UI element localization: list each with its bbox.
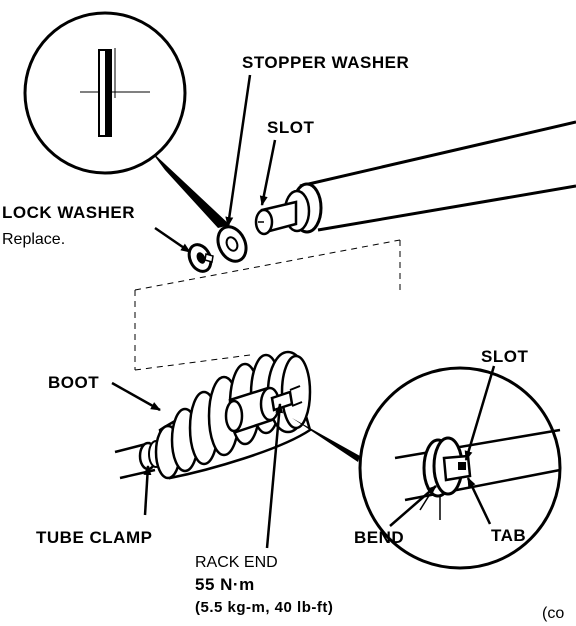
clamp-detail-circle (292, 366, 562, 570)
alignment-dashes (134, 239, 401, 371)
stopper-washer-label: STOPPER WASHER (242, 53, 410, 72)
boot-label: BOOT (48, 373, 100, 392)
rack-end (224, 385, 303, 434)
washer-detail-circle (23, 11, 230, 228)
bend-label: BEND (354, 528, 405, 547)
torque-alt-label: (5.5 kg-m, 40 lb-ft) (195, 599, 334, 616)
replace-note: Replace. (2, 231, 66, 248)
tab-label: TAB (491, 526, 527, 545)
tube-clamp-label: TUBE CLAMP (36, 528, 153, 547)
slot-label-detail: SLOT (481, 347, 529, 366)
lock-washer-label: LOCK WASHER (2, 203, 135, 222)
lock-washer (187, 243, 214, 273)
continued-label: (co (542, 605, 565, 622)
torque-nm-label: 55 N·m (195, 575, 255, 594)
rack-end-label: RACK END (195, 554, 278, 571)
slot-label-top: SLOT (267, 118, 315, 137)
rack-shaft-top (254, 120, 576, 236)
stopper-washer (216, 225, 248, 263)
leader-arrows (111, 74, 496, 549)
